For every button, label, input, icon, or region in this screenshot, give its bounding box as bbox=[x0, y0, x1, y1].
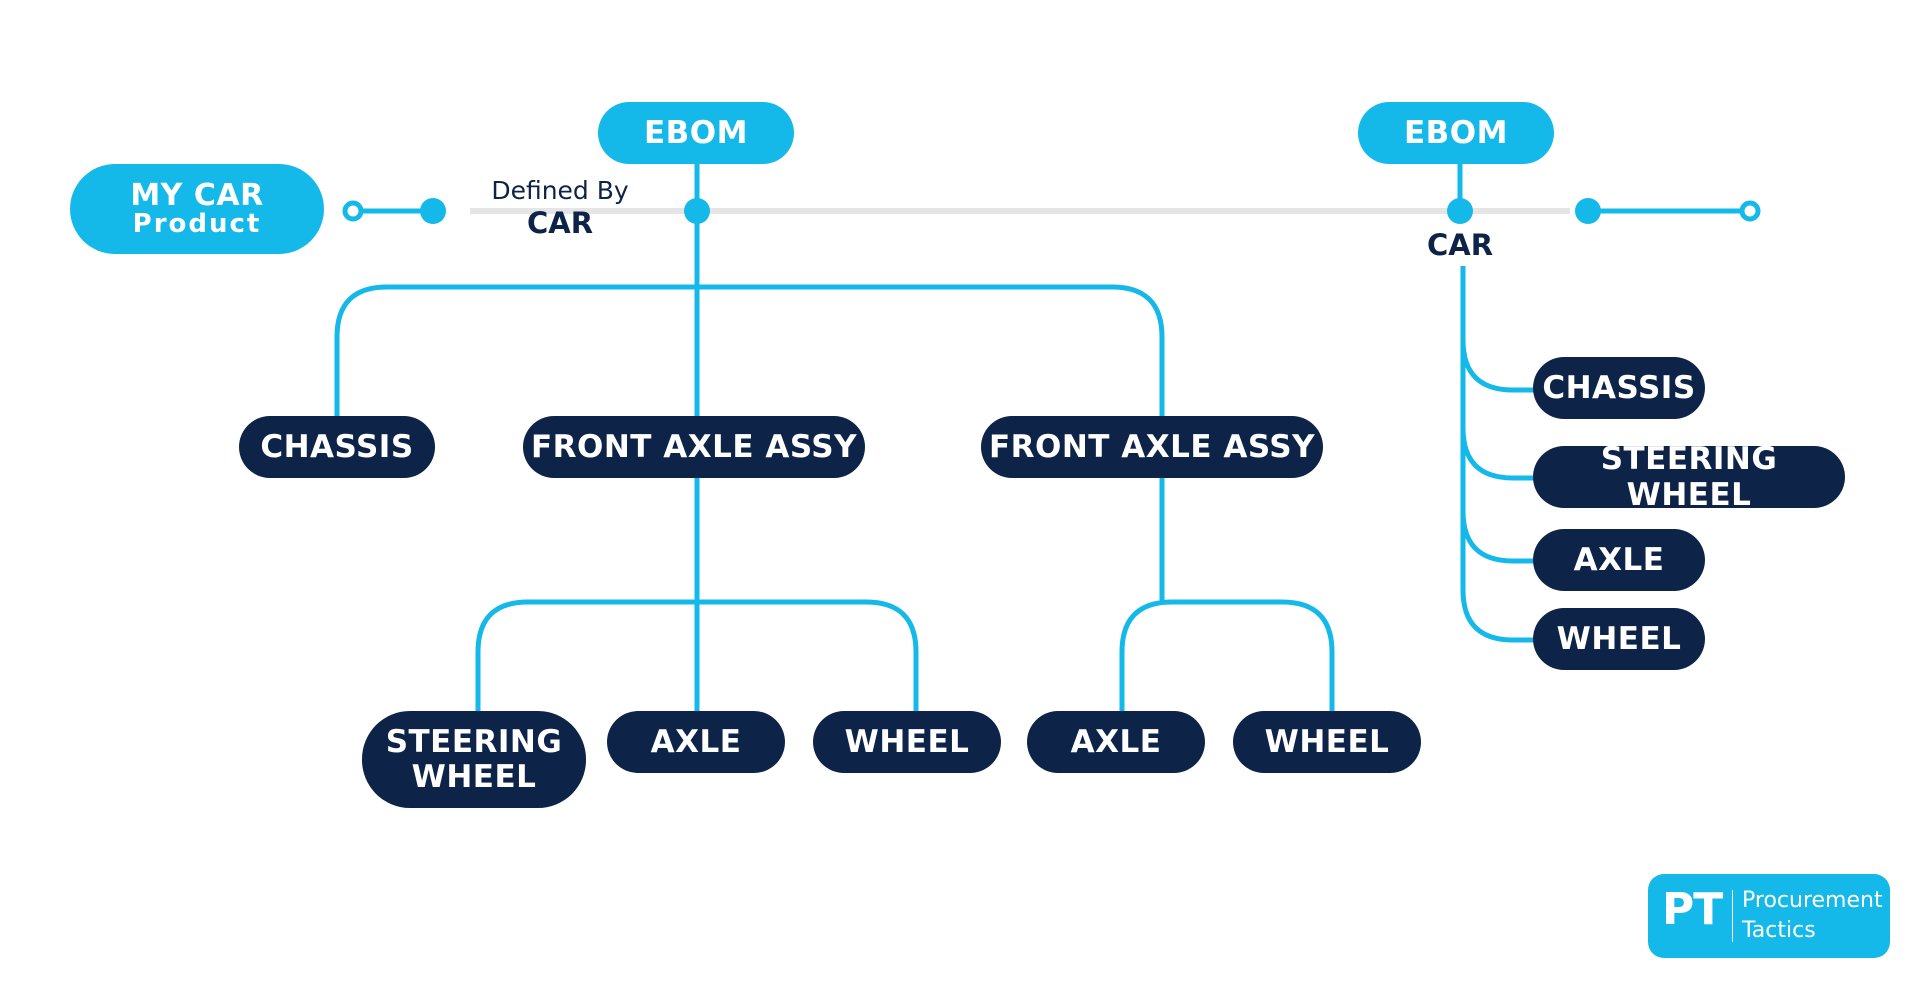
right-tree-spine bbox=[1460, 266, 1545, 643]
logo-mark: PT bbox=[1662, 884, 1723, 935]
defined-by-label: Defined By CAR bbox=[470, 176, 650, 241]
node-label: AXLE bbox=[650, 724, 742, 760]
node-label: FRONT AXLE ASSY bbox=[988, 429, 1316, 465]
node-label: AXLE bbox=[1070, 724, 1162, 760]
ebom-left-label: EBOM bbox=[643, 115, 748, 151]
ebom-right-label: EBOM bbox=[1403, 115, 1508, 151]
logo-separator bbox=[1732, 890, 1733, 942]
level1-bracket bbox=[334, 284, 1165, 420]
node-label: AXLE bbox=[1573, 542, 1665, 578]
node-wheel-a[interactable]: WHEEL bbox=[813, 711, 1001, 773]
right-node-chassis[interactable]: CHASSIS bbox=[1533, 357, 1705, 419]
node-label: CHASSIS bbox=[260, 429, 414, 465]
logo-line-1: Procurement bbox=[1742, 888, 1883, 913]
node-steering-wheel[interactable]: STEERING WHEEL bbox=[362, 711, 586, 808]
product-subtitle: Product bbox=[132, 209, 262, 240]
right-branch-1 bbox=[1460, 339, 1545, 393]
right-node-steering-wheel[interactable]: STEERING WHEEL bbox=[1533, 441, 1845, 513]
node-front-axle-assy-a[interactable]: FRONT AXLE ASSY bbox=[523, 416, 865, 478]
node-label: FRONT AXLE ASSY bbox=[530, 429, 858, 465]
defined-by-name: CAR bbox=[526, 206, 594, 240]
procurement-tactics-logo: PT Procurement Tactics bbox=[1648, 874, 1890, 958]
node-label: WHEEL bbox=[1556, 621, 1682, 657]
timeline-start-ring bbox=[342, 200, 364, 222]
product-pill[interactable]: MY CAR Product bbox=[70, 164, 324, 254]
level2-a-bracket bbox=[475, 599, 919, 714]
defined-by-prefix: Defined By bbox=[491, 176, 629, 205]
timeline-end-ring bbox=[1739, 200, 1761, 222]
node-chassis[interactable]: CHASSIS bbox=[239, 416, 435, 478]
node-label: STEERING WHEEL bbox=[385, 724, 563, 795]
ebom-right-pill[interactable]: EBOM bbox=[1358, 102, 1554, 164]
node-label: CHASSIS bbox=[1542, 370, 1696, 406]
right-node-wheel[interactable]: WHEEL bbox=[1533, 608, 1705, 670]
right-node-axle[interactable]: AXLE bbox=[1533, 529, 1705, 591]
timeline-end-dot bbox=[1575, 198, 1601, 224]
node-wheel-b[interactable]: WHEEL bbox=[1233, 711, 1421, 773]
node-axle-a[interactable]: AXLE bbox=[607, 711, 785, 773]
product-title: MY CAR bbox=[130, 177, 264, 213]
right-branch-3 bbox=[1460, 510, 1545, 564]
node-label: WHEEL bbox=[844, 724, 970, 760]
timeline-start-dot bbox=[420, 198, 446, 224]
level2-b-bracket bbox=[1119, 599, 1335, 714]
node-front-axle-assy-b[interactable]: FRONT AXLE ASSY bbox=[981, 416, 1323, 478]
ebom-left-pill[interactable]: EBOM bbox=[598, 102, 794, 164]
node-label: WHEEL bbox=[1264, 724, 1390, 760]
ebom-right-car-label: CAR bbox=[1426, 228, 1494, 262]
node-axle-b[interactable]: AXLE bbox=[1027, 711, 1205, 773]
right-branch-2 bbox=[1460, 427, 1545, 481]
logo-line-2: Tactics bbox=[1742, 918, 1816, 943]
node-label: STEERING WHEEL bbox=[1600, 441, 1778, 513]
